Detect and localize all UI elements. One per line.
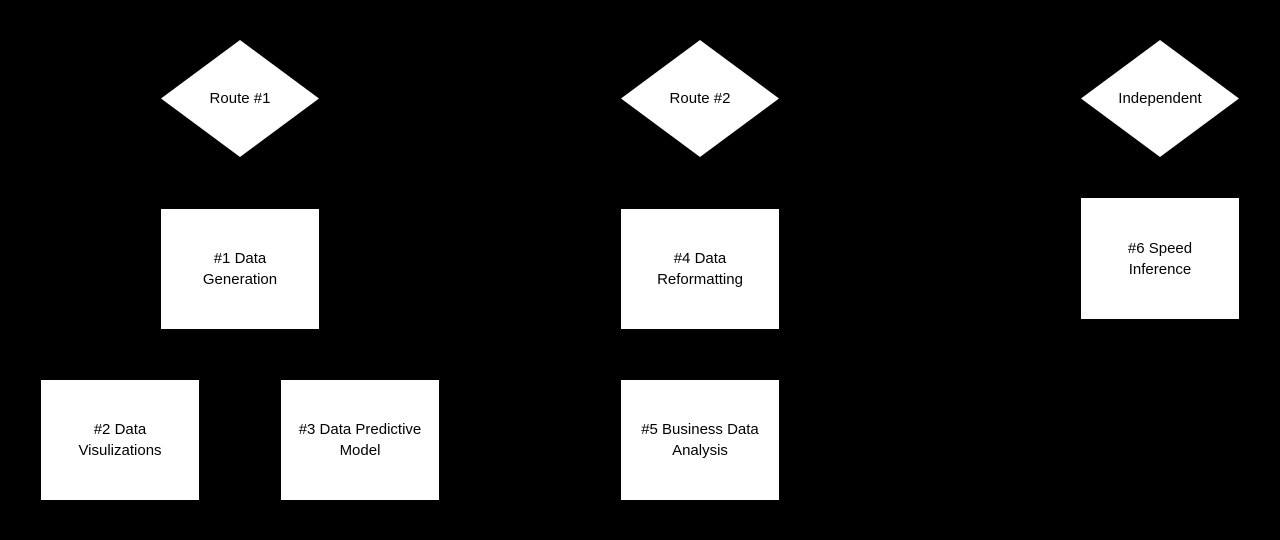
decision-node-label: Route #2 — [669, 90, 731, 107]
process-node-label-line-2: Generation — [202, 271, 278, 288]
process-node-label: #1 Data Generation — [203, 248, 277, 290]
process-node-label-line-2: Visulizations — [78, 442, 162, 459]
process-node-task-2[interactable]: #2 Data Visulizations — [41, 380, 199, 500]
process-node-label-line-2: Model — [339, 442, 381, 459]
decision-node-independent[interactable]: Independent — [1081, 40, 1239, 157]
decision-node-label: Independent — [1118, 90, 1202, 107]
process-node-task-5[interactable]: #5 Business Data Analysis — [621, 380, 779, 500]
process-node-label-line-1: #5 Business Data — [641, 421, 759, 438]
process-node-label: #3 Data Predictive Model — [299, 419, 422, 461]
process-node-label-line-2: Inference — [1128, 260, 1192, 278]
process-node-label-line-1: #6 Speed — [1127, 239, 1193, 257]
process-node-label-line-2: Analysis — [672, 442, 728, 459]
process-node-label-line-1: #4 Data — [673, 250, 727, 267]
process-node-label: #4 Data Reformatting — [657, 248, 743, 290]
process-node-label: #2 Data Visulizations — [78, 419, 161, 461]
decision-node-label: Route #1 — [209, 90, 271, 107]
process-node-label-line-1: #3 Data Predictive — [298, 421, 422, 438]
process-node-label-line-1: #2 Data — [93, 421, 147, 438]
process-node-task-1[interactable]: #1 Data Generation — [161, 209, 319, 329]
process-node-label-line-1: #1 Data — [213, 250, 267, 267]
process-node-task-4[interactable]: #4 Data Reformatting — [621, 209, 779, 329]
process-node-task-6[interactable]: #6 Speed Inference — [1081, 198, 1239, 319]
process-node-task-3[interactable]: #3 Data Predictive Model — [281, 380, 439, 500]
process-node-label-line-2: Reformatting — [657, 271, 743, 288]
process-node-label: #6 Speed Inference — [1128, 238, 1192, 280]
decision-node-route-2[interactable]: Route #2 — [621, 40, 779, 157]
process-node-label: #5 Business Data Analysis — [641, 419, 759, 461]
decision-node-route-1[interactable]: Route #1 — [161, 40, 319, 157]
